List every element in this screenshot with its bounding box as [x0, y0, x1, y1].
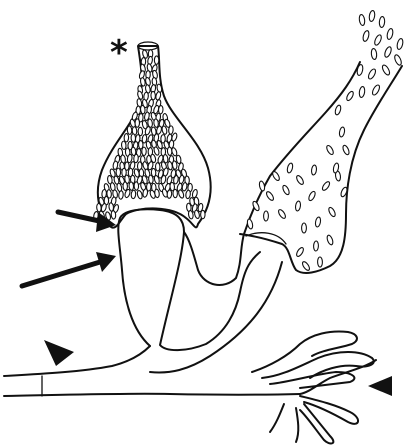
- vesicle: [373, 34, 382, 46]
- vesicle: [271, 170, 280, 181]
- vesicle: [371, 48, 377, 59]
- vesicle: [325, 144, 334, 155]
- vesicle: [342, 144, 351, 155]
- vesicle: [185, 190, 190, 199]
- arrowhead-icon: [44, 340, 74, 366]
- vesicle: [295, 201, 301, 212]
- vesicle: [282, 184, 291, 195]
- vesicle-cluster-dense: [93, 49, 205, 220]
- vesicle: [386, 28, 394, 40]
- vesicle: [313, 241, 318, 251]
- vesicle: [359, 14, 366, 26]
- vesicle: [315, 217, 322, 228]
- vesicle: [134, 182, 139, 191]
- vesicle: [135, 119, 140, 128]
- vesicle: [131, 190, 136, 199]
- vesicle: [171, 147, 178, 156]
- vesicle: [201, 210, 205, 218]
- vesicle: [383, 46, 392, 58]
- vesicle: [393, 54, 402, 66]
- vesicle: [154, 56, 158, 64]
- vesicle: [334, 105, 342, 116]
- vesicle: [367, 68, 377, 80]
- vesicle: [328, 206, 337, 217]
- sparse-vesicle-cup: [184, 10, 404, 285]
- arrowhead-icon: [368, 376, 392, 396]
- vesicle: [321, 181, 331, 192]
- vesicle: [362, 30, 370, 42]
- vesicle: [246, 219, 253, 230]
- vesicle: [136, 190, 143, 199]
- vesicle: [311, 165, 317, 176]
- branching-terminal: [252, 332, 376, 444]
- cup-connector: [150, 262, 282, 372]
- vesicle: [172, 161, 177, 170]
- vesicle: [142, 147, 146, 155]
- vesicle: [308, 190, 317, 201]
- bulb-stalk: [118, 209, 260, 350]
- vesicle: [286, 163, 293, 174]
- vesicle: [265, 191, 275, 202]
- vesicle: [155, 91, 161, 100]
- vesicle: [295, 246, 304, 257]
- vesicle: [111, 211, 116, 220]
- vesicle: [116, 168, 121, 176]
- vesicle: [264, 211, 269, 221]
- vesicle: [339, 127, 346, 138]
- vesicle: [381, 64, 391, 76]
- vesicle: [140, 105, 145, 114]
- vesicle: [167, 190, 172, 199]
- vesicle: [151, 91, 156, 100]
- vesicle: [121, 141, 126, 150]
- vesicle: [379, 16, 385, 27]
- vesicle: [123, 182, 128, 191]
- vesicle: [173, 189, 178, 197]
- vesicle: [129, 182, 134, 191]
- vesicle: [155, 163, 160, 172]
- vesicle: [124, 133, 129, 142]
- vesicle: [118, 191, 123, 200]
- arrow-icon: [22, 252, 116, 286]
- vesicle: [317, 257, 322, 267]
- vesicle: [359, 86, 366, 98]
- vesicle: [153, 119, 158, 128]
- vesicle: [396, 38, 404, 50]
- asterisk-marker: *: [110, 33, 128, 73]
- vesicle-cluster-tip: [356, 10, 404, 98]
- vesicle: [326, 234, 334, 245]
- vesicle: [371, 84, 381, 96]
- vesicle: [259, 181, 266, 192]
- vesicle: [168, 126, 173, 135]
- vesicle: [345, 90, 354, 101]
- vesicle: [301, 261, 311, 272]
- vesicle: [295, 174, 304, 185]
- vesicle: [127, 126, 132, 135]
- vesicle: [277, 209, 287, 220]
- vesicle: [302, 223, 307, 233]
- vesicle: [369, 10, 376, 22]
- vesicle: [154, 189, 160, 198]
- vesicle-cluster-sparse: [246, 90, 354, 271]
